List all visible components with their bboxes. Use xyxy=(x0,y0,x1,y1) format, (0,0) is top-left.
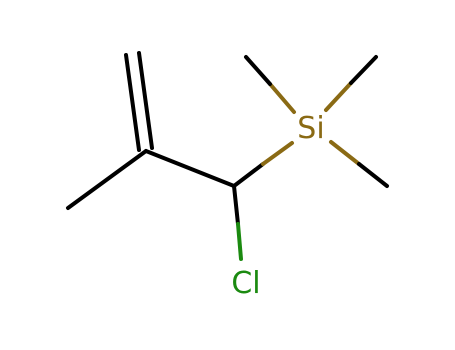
double-bond-line-inner xyxy=(137,51,154,150)
methyl-bond xyxy=(66,149,148,210)
double-bond-line-outer xyxy=(124,53,141,152)
si-methyl2-bond-si-half xyxy=(324,81,353,112)
c1-cl-bond-carbon-half xyxy=(232,184,240,226)
si-methyl3-bond-carbon-half xyxy=(357,162,389,188)
c1-cl-bond-cl-half xyxy=(236,222,243,261)
silicon-atom-label: Si xyxy=(297,111,324,146)
c1-si-bond-carbon-half xyxy=(232,162,265,188)
c2-c1-bond xyxy=(144,149,236,188)
c1-si-bond-si-half xyxy=(261,141,294,166)
si-methyl2-bond-carbon-half xyxy=(349,55,378,85)
si-methyl3-bond-si-half xyxy=(329,140,361,166)
si-methyl1-bond-carbon-half xyxy=(244,55,272,86)
chlorine-atom-label: Cl xyxy=(231,266,260,301)
si-methyl1-bond-si-half xyxy=(268,82,296,114)
